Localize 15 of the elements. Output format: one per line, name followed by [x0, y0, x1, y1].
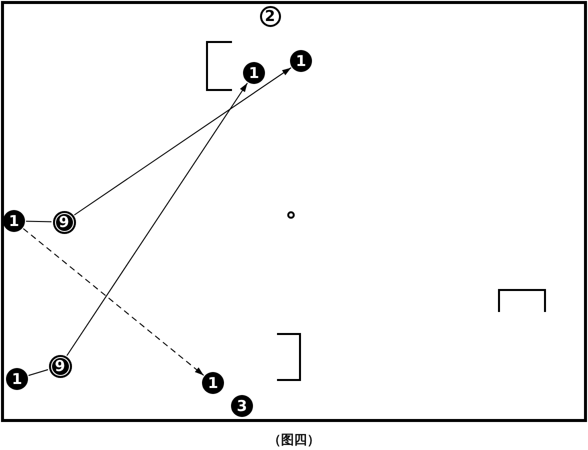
- player-marker: 1: [290, 50, 312, 72]
- arrow: [66, 82, 248, 356]
- line: [28, 369, 48, 376]
- player-marker: 1: [202, 372, 224, 394]
- player-marker: 1: [3, 210, 25, 232]
- dashed-arrow: [22, 228, 204, 376]
- player-marker: 9: [52, 210, 76, 234]
- player-marker: 2: [260, 6, 280, 26]
- player-marker: 9: [48, 354, 72, 378]
- player-marker: 1: [6, 368, 28, 390]
- player-marker: 1: [243, 62, 265, 84]
- caption: （图四）: [268, 433, 320, 449]
- player-marker: 3: [231, 395, 253, 417]
- line: [26, 220, 52, 222]
- arrow: [74, 67, 292, 216]
